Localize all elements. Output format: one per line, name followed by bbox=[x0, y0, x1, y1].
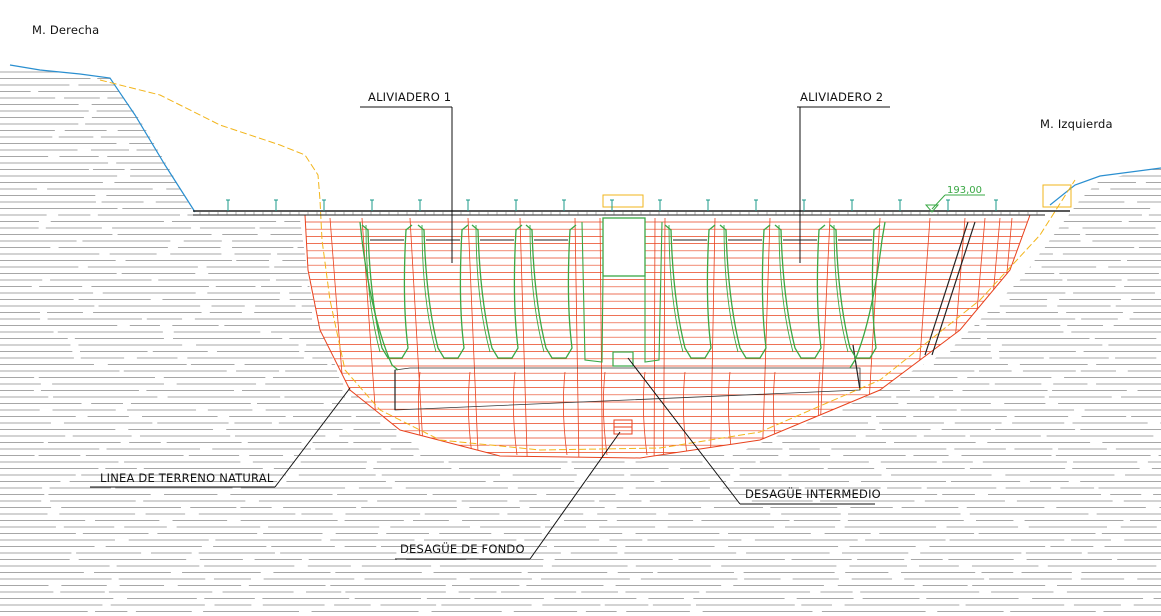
natural-ground-label: LINEA DE TERRENO NATURAL bbox=[100, 471, 274, 485]
bottom-outlet-callout: DESAGÜE DE FONDO bbox=[395, 431, 621, 560]
central-block bbox=[602, 194, 646, 435]
natural-ground-callout: LINEA DE TERRENO NATURAL bbox=[90, 387, 351, 488]
spillway-2-label: ALIVIADERO 2 bbox=[800, 90, 883, 104]
spillway-2-callout: ALIVIADERO 2 bbox=[797, 90, 890, 263]
right-bank-label: M. Derecha bbox=[32, 23, 99, 37]
bottom-outlet-label: DESAGÜE DE FONDO bbox=[400, 540, 525, 556]
left-bank-label: M. Izquierda bbox=[1040, 117, 1113, 131]
spillway-bays bbox=[359, 221, 976, 371]
natural-ground-line bbox=[99, 79, 1076, 451]
lower-foundation-block bbox=[394, 344, 861, 411]
spillway-1-label: ALIVIADERO 1 bbox=[368, 90, 451, 104]
crest-elevation-mark: 193,00 bbox=[924, 185, 985, 213]
dam-crest bbox=[193, 199, 1070, 216]
left-abutment-box bbox=[1042, 184, 1072, 208]
intermediate-outlet-label: DESAGÜE INTERMEDIO bbox=[745, 485, 881, 501]
terrain-profile-edge-left bbox=[1049, 167, 1161, 206]
spillway-1-callout: ALIVIADERO 1 bbox=[360, 90, 453, 263]
crest-elevation-label: 193,00 bbox=[947, 185, 982, 196]
terrain-profile-edge bbox=[9, 64, 196, 213]
intermediate-outlet-callout: DESAGÜE INTERMEDIO bbox=[627, 357, 881, 505]
